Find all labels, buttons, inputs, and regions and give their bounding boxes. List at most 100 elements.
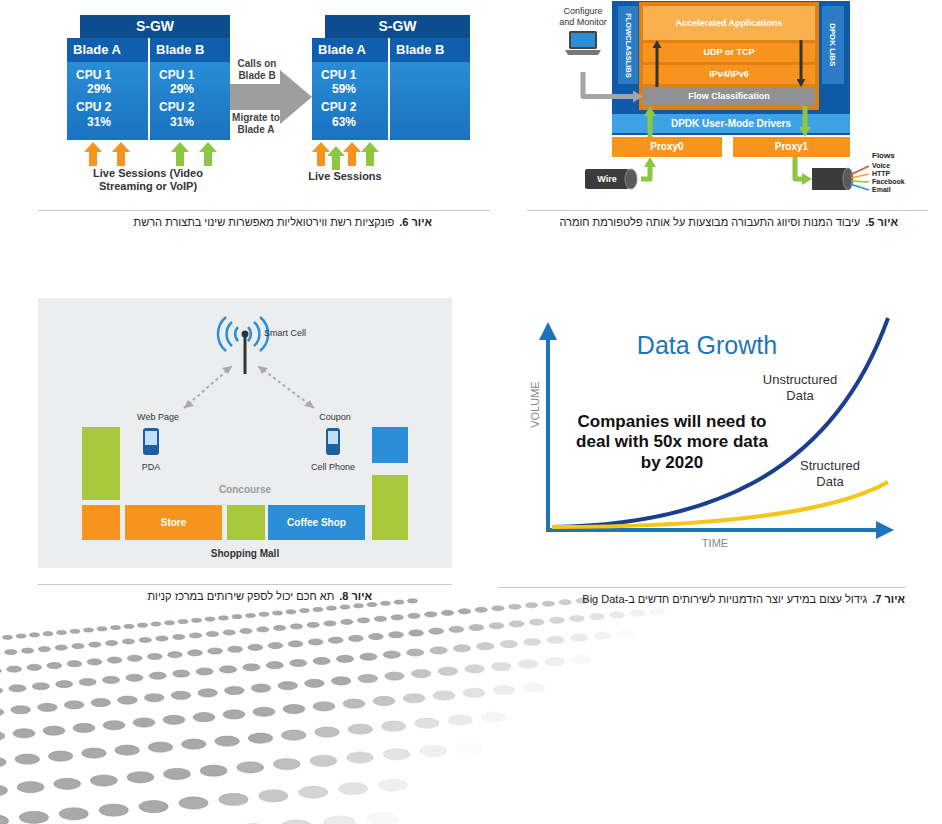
mall-panel: Shopping Mall Store Coffee Shop <box>38 298 452 568</box>
node-text: 29% <box>67 82 148 96</box>
axis-label: VOLUME <box>528 382 541 428</box>
store-box: Store <box>125 505 222 540</box>
session-arrow <box>171 142 189 166</box>
device-label: Coupon <box>319 412 351 423</box>
texture-dot <box>163 715 185 724</box>
texture-dot <box>369 633 384 639</box>
texture-dot <box>425 612 437 617</box>
texture-dot <box>149 672 166 679</box>
texture-dot <box>313 607 323 611</box>
mall-unit <box>82 427 120 500</box>
texture-dot <box>19 811 48 823</box>
node-text: HTTP <box>872 170 890 178</box>
node-text: CPU 1 <box>312 68 388 82</box>
texture-dot <box>232 615 242 619</box>
texture-dot <box>367 602 377 606</box>
gateway-box: S-GWBlade ACPU 159%CPU 263%Blade B <box>312 15 470 140</box>
texture-dot <box>475 607 487 612</box>
texture-dot <box>118 696 138 704</box>
texture-dot <box>570 634 587 641</box>
texture-dot <box>103 721 125 730</box>
texture-dot <box>453 645 470 652</box>
axis-head <box>876 521 894 539</box>
texture-dot <box>430 647 447 654</box>
node-fill <box>643 43 815 62</box>
texture-dot <box>38 703 58 711</box>
axis-label: TIME <box>702 537 728 550</box>
figure-number: איור 5. <box>865 216 898 229</box>
node-title: Blade A <box>312 38 388 62</box>
texture-dot <box>0 731 5 740</box>
texture-dot <box>165 621 175 625</box>
texture-dot <box>91 698 111 706</box>
texture-dot <box>360 653 377 660</box>
stack-layer: Accelerated Applications <box>643 6 815 40</box>
texture-dot <box>324 621 336 626</box>
texture-dot <box>590 614 605 620</box>
texture-dot <box>64 701 84 709</box>
texture-dot <box>524 638 541 645</box>
texture-dot <box>87 659 102 665</box>
edge-label: Calls on Blade B <box>232 58 282 82</box>
node-title: Shopping Mall <box>38 548 452 560</box>
migration-arrow <box>230 84 312 110</box>
texture-dot <box>168 652 183 658</box>
texture-dot <box>193 713 215 722</box>
growth-chart <box>539 318 894 539</box>
mall-unit <box>82 505 120 540</box>
mall-unit <box>227 505 265 540</box>
texture-dot <box>179 797 208 809</box>
packet-flow-arrow <box>641 157 650 179</box>
texture-dot <box>147 653 162 659</box>
texture-dot <box>122 639 134 644</box>
mall-unit <box>372 427 408 463</box>
texture-dot <box>257 627 269 632</box>
texture-dot <box>67 661 82 667</box>
caption-rule <box>498 587 906 588</box>
device-label: Cell Phone <box>311 462 355 473</box>
caption-rules <box>38 211 928 588</box>
library-band: DPDK LIBS <box>822 6 844 84</box>
mall-unit <box>372 475 408 540</box>
texture-dot <box>139 637 151 642</box>
node-text: CPU 2 <box>150 100 230 114</box>
device-label: Web Page <box>137 412 179 423</box>
texture-dot <box>348 635 363 641</box>
node-text: Facebook <box>872 178 905 186</box>
texture-dot <box>225 686 245 694</box>
figure-number: איור 7. <box>872 593 905 606</box>
texture-dot <box>5 650 17 655</box>
session-arrow <box>199 142 217 166</box>
session-arrow <box>312 142 330 166</box>
node-title: S-GW <box>325 15 470 38</box>
node-title: Coffee Shop <box>268 517 365 529</box>
texture-dot <box>456 742 483 753</box>
texture-dot <box>441 610 453 615</box>
texture-dot <box>266 662 283 669</box>
session-arrows <box>84 142 379 170</box>
phone-icon <box>326 428 340 455</box>
texture-dot <box>630 610 645 616</box>
texture-dot <box>383 749 410 760</box>
texture-dot <box>617 630 634 637</box>
node-title: UDP or TCP <box>643 47 815 58</box>
classifier-box: Flow Classification <box>643 87 815 106</box>
texture-dot <box>11 706 31 714</box>
texture-dot <box>133 718 155 727</box>
stack-layer: UDP or TCP <box>643 43 815 62</box>
texture-dot <box>381 721 405 731</box>
link-head <box>184 400 194 408</box>
monitor-station: Configure and Monitor <box>558 6 608 72</box>
texture-dot <box>509 604 521 609</box>
platform-background <box>612 1 850 135</box>
node-title: DPDK User-Mode Drivers <box>612 118 850 130</box>
texture-dot <box>523 683 545 692</box>
texture-dot <box>354 604 364 608</box>
texture-dot <box>283 704 305 713</box>
caption-rule <box>527 210 928 211</box>
texture-dot <box>259 790 288 802</box>
texture-dot <box>79 678 96 685</box>
node-text: 59% <box>312 82 388 96</box>
texture-dot <box>415 718 439 728</box>
texture-dot <box>394 600 404 604</box>
